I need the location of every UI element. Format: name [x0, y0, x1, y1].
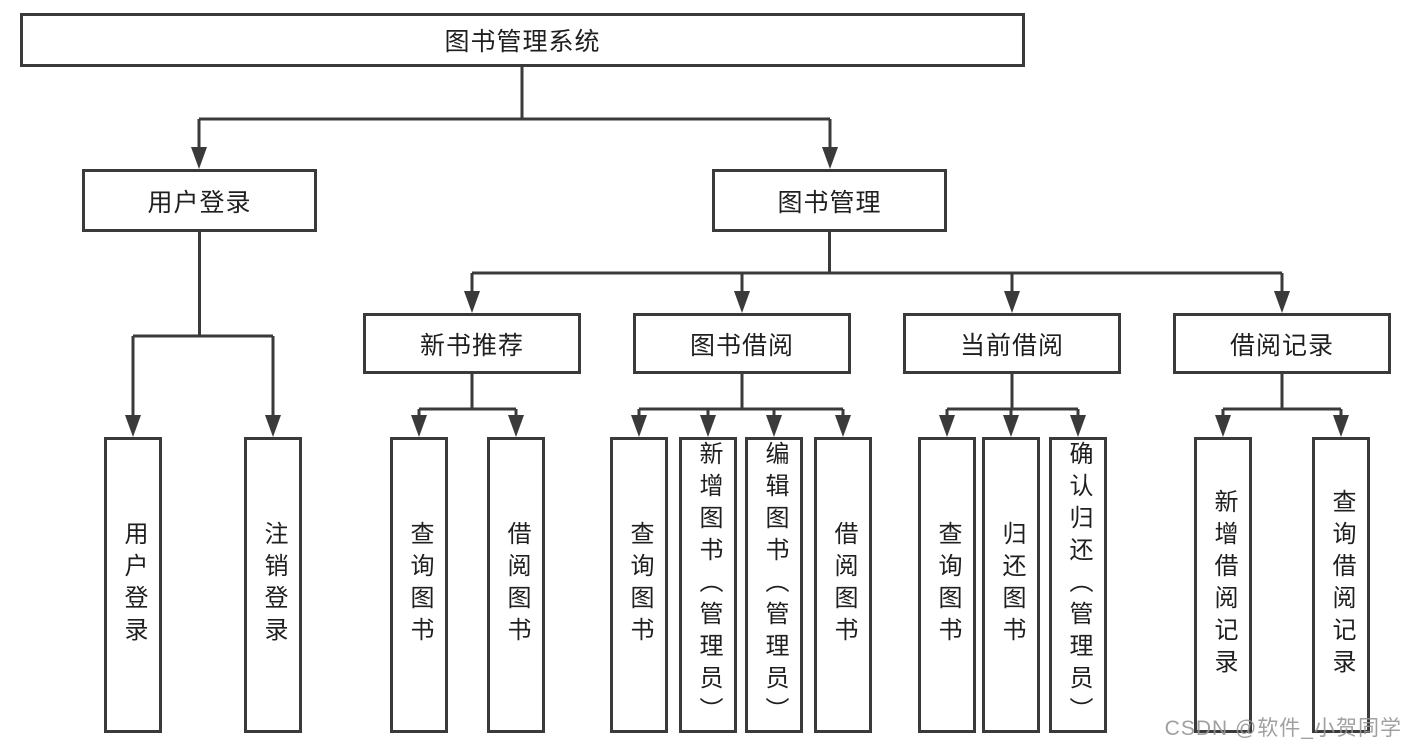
- node-book-borrow: 图书借阅: [633, 313, 851, 374]
- leaf-query-books-1-label: 查询图书: [406, 521, 433, 649]
- leaf-borrow-books-2-label: 借阅图书: [830, 521, 857, 649]
- leaf-add-borrow-record: 新增借阅记录: [1194, 437, 1252, 733]
- leaf-borrow-books-1: 借阅图书: [487, 437, 545, 733]
- node-borrow-records: 借阅记录: [1173, 313, 1391, 374]
- node-root-label: 图书管理系统: [444, 28, 601, 56]
- leaf-add-borrow-record-label: 新增借阅记录: [1210, 489, 1237, 681]
- leaf-logout: 注销登录: [244, 437, 302, 733]
- node-new-book-recommend: 新书推荐: [363, 313, 581, 374]
- leaf-return-books-label: 归还图书: [998, 521, 1025, 649]
- leaf-borrow-books-1-label: 借阅图书: [503, 521, 530, 649]
- leaf-query-books-1: 查询图书: [390, 437, 448, 733]
- leaf-query-books-2-label: 查询图书: [626, 521, 653, 649]
- node-user-login: 用户登录: [82, 169, 317, 232]
- leaf-edit-books-admin: 编辑图书（管理员）: [745, 437, 803, 733]
- leaf-add-books-admin-label: 新增图书（管理员）: [695, 441, 722, 729]
- leaf-confirm-return-admin-label: 确认归还（管理员）: [1065, 441, 1092, 729]
- leaf-query-books-3-label: 查询图书: [934, 521, 961, 649]
- node-current-borrow-label: 当前借阅: [959, 331, 1064, 360]
- leaf-borrow-books-2: 借阅图书: [814, 437, 872, 733]
- node-current-borrow: 当前借阅: [903, 313, 1121, 374]
- leaf-logout-label: 注销登录: [260, 521, 287, 649]
- leaf-user-login: 用户登录: [104, 437, 162, 733]
- leaf-confirm-return-admin: 确认归还（管理员）: [1049, 437, 1107, 733]
- leaf-query-borrow-record: 查询借阅记录: [1312, 437, 1370, 733]
- leaf-return-books: 归还图书: [982, 437, 1040, 733]
- node-borrow-records-label: 借阅记录: [1229, 331, 1334, 360]
- leaf-query-borrow-record-label: 查询借阅记录: [1328, 489, 1355, 681]
- leaf-user-login-label: 用户登录: [120, 521, 147, 649]
- node-book-management-label: 图书管理: [777, 188, 882, 217]
- node-book-borrow-label: 图书借阅: [689, 331, 794, 360]
- node-root-system: 图书管理系统: [20, 13, 1025, 67]
- leaf-edit-books-admin-label: 编辑图书（管理员）: [761, 441, 788, 729]
- node-user-login-label: 用户登录: [147, 188, 252, 217]
- csdn-watermark: CSDN @软件_小贺同学: [1164, 717, 1402, 740]
- leaf-query-books-3: 查询图书: [918, 437, 976, 733]
- node-book-management: 图书管理: [712, 169, 947, 232]
- node-new-book-recommend-label: 新书推荐: [419, 331, 524, 360]
- arrowheads: [125, 147, 1349, 437]
- leaf-add-books-admin: 新增图书（管理员）: [679, 437, 737, 733]
- leaf-query-books-2: 查询图书: [610, 437, 668, 733]
